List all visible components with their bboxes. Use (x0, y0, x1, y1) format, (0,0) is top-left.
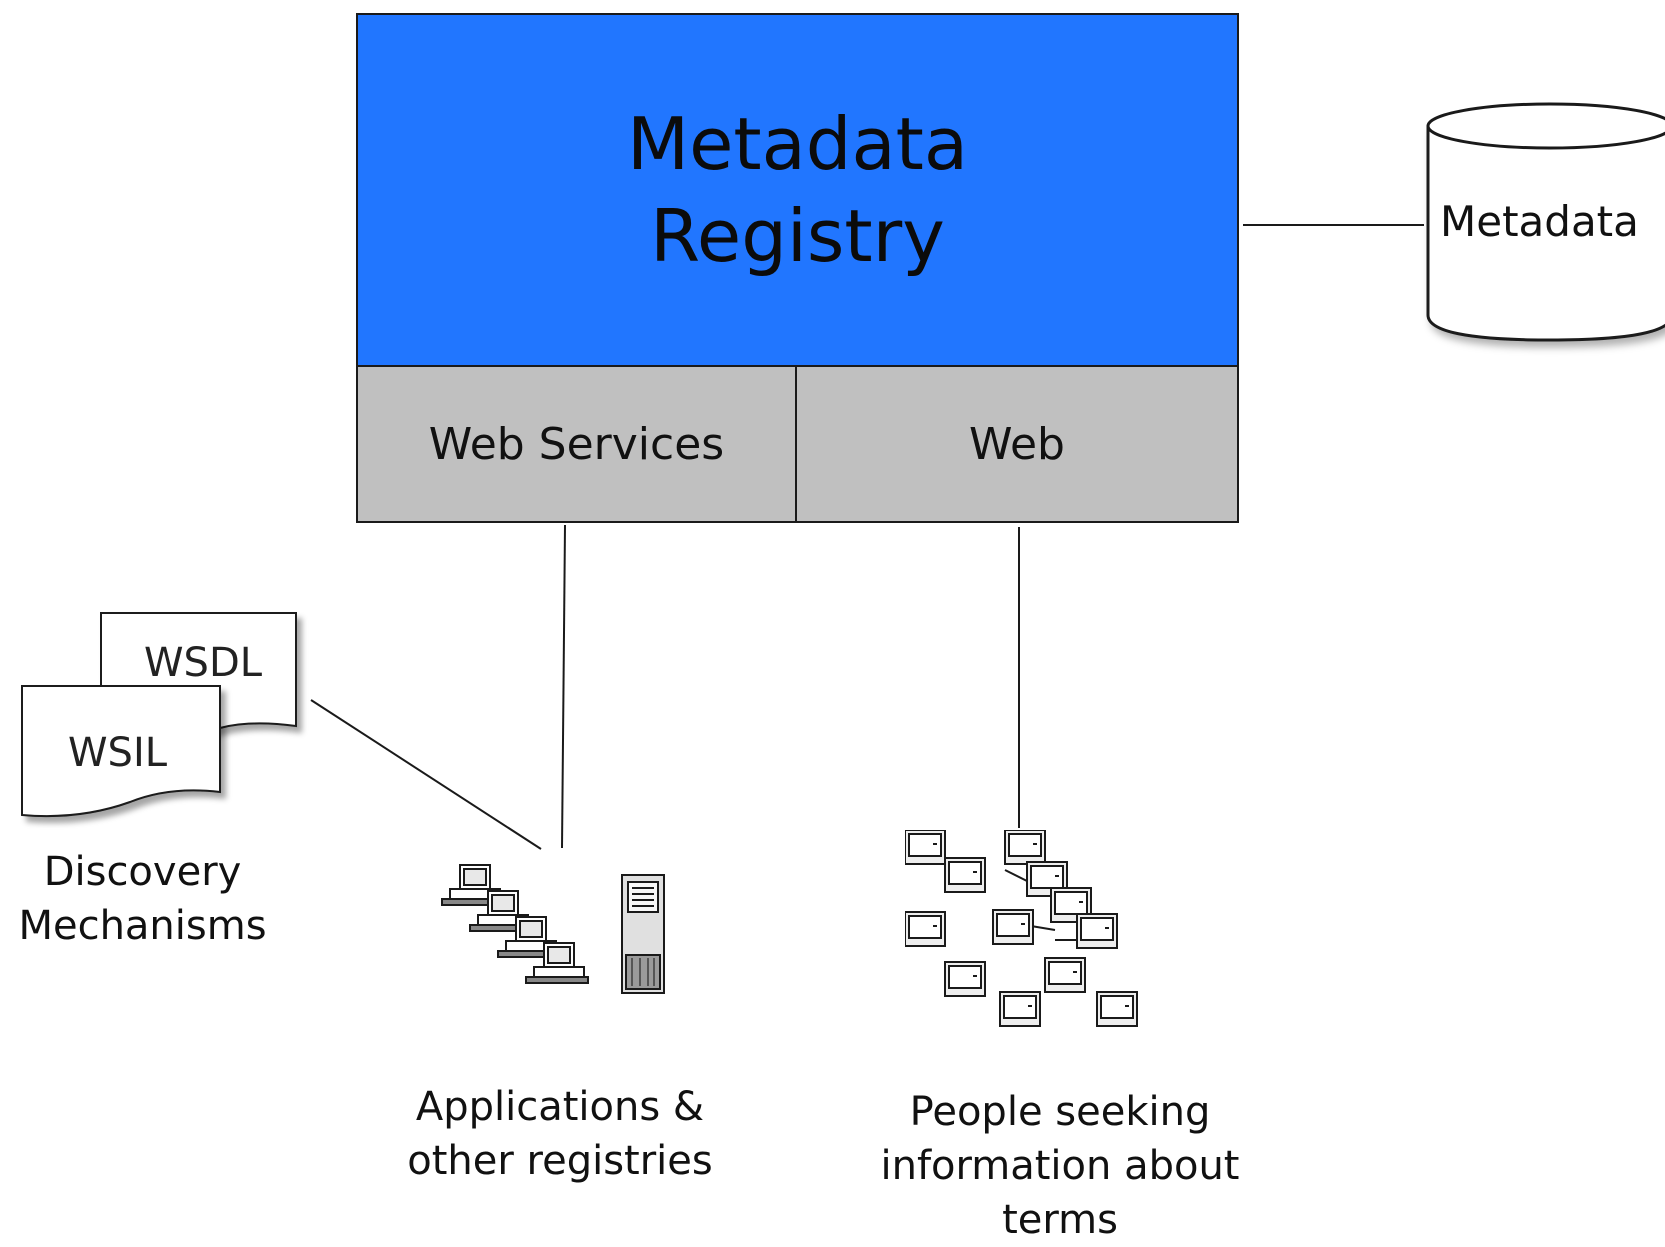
people-label-line1: People seeking (909, 1089, 1211, 1135)
discovery-label-line1: Discovery (43, 849, 242, 895)
server-tower-icon (621, 874, 665, 994)
people-label: People seeking information about terms (845, 1085, 1275, 1247)
web-box: Web (795, 367, 1239, 523)
database-label: Metadata (1440, 197, 1639, 246)
people-label-line3: terms (1002, 1197, 1118, 1243)
document-stack-icon (21, 612, 297, 818)
wsil-document-icon (21, 685, 221, 818)
web-services-box: Web Services (356, 367, 797, 523)
networked-computers-icon (441, 864, 665, 994)
applications-label: Applications & other registries (380, 1080, 740, 1188)
applications-label-line2: other registries (407, 1138, 713, 1184)
metadata-database: Metadata (1420, 100, 1665, 360)
web-label: Web (969, 418, 1065, 470)
people-label-line2: information about (880, 1143, 1240, 1189)
discovery-to-apps-line (310, 699, 542, 850)
network-nodes-icon (905, 830, 1138, 1027)
webservices-to-apps-line (561, 524, 566, 849)
applications-label-line1: Applications & (415, 1084, 705, 1130)
registry-title-line1: Metadata (627, 102, 968, 186)
metadata-registry-box: Metadata Registry (356, 13, 1239, 367)
discovery-label-line2: Mechanisms (18, 903, 267, 949)
wsdl-label: WSDL (144, 640, 263, 686)
web-services-label: Web Services (428, 418, 725, 470)
discovery-documents: WSDL WSIL (20, 610, 310, 830)
registry-title-line2: Registry (650, 194, 945, 278)
discovery-label: Discovery Mechanisms (0, 845, 285, 953)
wsil-label: WSIL (68, 730, 168, 776)
database-cylinder-icon (1426, 102, 1665, 342)
